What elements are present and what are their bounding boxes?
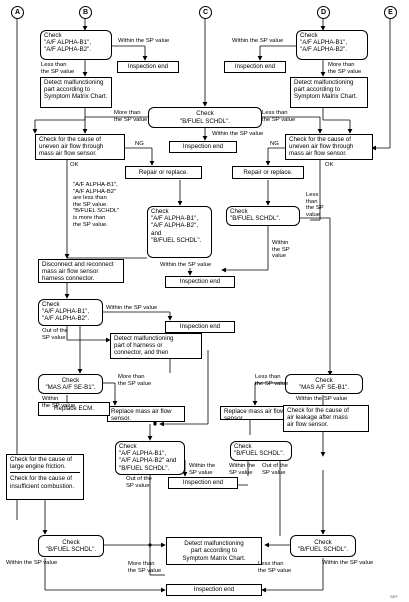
branch-label: Within the SP value — [42, 396, 76, 409]
check-box: Check "B/FUEL SCHDL". — [226, 206, 300, 226]
branch-label: Within the SP value — [6, 560, 58, 566]
connector-node-e: E — [384, 6, 397, 19]
branch-label: Within the SP value — [160, 262, 212, 268]
connector-node-d: D — [317, 6, 330, 19]
replace-box: Replace mass air flow sensor. — [107, 406, 185, 422]
check-box: Check "MAS A/F SE-B1". — [285, 374, 363, 394]
disconnect-box: Disconnect and reconnect mass air flow s… — [38, 259, 124, 283]
check-box: Check "A/F ALPHA-B1", "A/F ALPHA-B2". — [40, 30, 112, 60]
friction-text: Check for the cause of large engine fric… — [10, 456, 80, 474]
check-box: Check "A/F ALPHA-B1", "A/F ALPHA-B2", an… — [147, 206, 212, 258]
branch-label: Within the SP value — [232, 38, 284, 44]
branch-label: More than the SP value — [114, 110, 148, 123]
branch-label: Out of the SP value — [262, 463, 288, 476]
branch-label: "A/F ALPHA-B1", "A/F ALPHA-B2" are less … — [73, 182, 120, 228]
check-box: Check "A/F ALPHA-B1", "A/F ALPHA-B2". — [38, 299, 103, 326]
inspection-end-box: Inspection end — [224, 61, 286, 73]
branch-label: NG — [270, 141, 279, 147]
check-box: Check "B/FUEL SCHDL". — [148, 107, 262, 128]
branch-label: Within the SP value — [212, 131, 264, 137]
replace-ecm-box: Replace ECM. — [38, 402, 110, 416]
detect-box: Detect malfunctioning part according to … — [166, 537, 262, 565]
check-box: Check "B/FUEL SCHDL". — [230, 441, 292, 461]
inspection-end-box: Inspection end — [165, 276, 235, 288]
detect-box: Detect malfunctioning part according to … — [290, 77, 368, 108]
connector-node-c: C — [199, 6, 212, 19]
branch-label: More than the SP value — [128, 561, 162, 574]
inspection-end-box: Inspection end — [169, 141, 237, 153]
branch-label: OK — [325, 162, 334, 168]
branch-label: Less than the SP value — [41, 62, 75, 75]
check-box: Check "B/FUEL SCHDL". — [290, 535, 356, 557]
branch-label: More than the SP value — [118, 374, 152, 387]
branch-label: Within the SP value — [296, 396, 348, 402]
branch-label: Within the SP value — [118, 38, 170, 44]
figure-code: SEF — [390, 594, 398, 599]
branch-label: NG — [135, 141, 144, 147]
inspection-end-box: Inspection end — [168, 477, 238, 489]
branch-label: Within the SP value — [229, 463, 256, 476]
repair-box: Repair or replace. — [232, 166, 304, 179]
friction-combustion-box: Check for the cause of large engine fric… — [6, 454, 84, 500]
branch-label: Less than the SP value — [306, 192, 324, 218]
inspection-end-box: Inspection end — [117, 61, 179, 73]
detect-harness-box: Detect malfunctioning part of harness or… — [110, 333, 202, 359]
branch-label: More than the SP value — [328, 62, 362, 75]
inspection-end-box: Inspection end — [166, 584, 262, 596]
detect-box: Detect malfunctioning part according to … — [40, 77, 112, 108]
connector-node-a: A — [11, 6, 24, 19]
connector-node-b: B — [79, 6, 92, 19]
branch-label: Less than the SP value — [255, 374, 289, 387]
branch-label: Within the SP value — [272, 240, 290, 260]
combustion-text: Check for the cause of insufficient comb… — [10, 475, 75, 490]
branch-label: Less than the SP value — [258, 561, 292, 574]
check-box: Check "MAS A/F SE-B1". — [38, 374, 103, 394]
branch-label: Out of the SP value — [42, 328, 68, 341]
check-cause-box: Check for the cause of air leakage after… — [283, 405, 369, 432]
inspection-end-box: Inspection end — [165, 321, 235, 333]
branch-label: Within the SP value — [106, 305, 158, 311]
check-box: Check "A/F ALPHA-B1", "A/F ALPHA-B2". — [296, 30, 368, 60]
repair-box: Repair or replace. — [125, 166, 202, 179]
check-box: Check "B/FUEL SCHDL". — [38, 535, 104, 557]
branch-label: Less than the SP value — [262, 110, 296, 123]
check-cause-box: Check for the cause of uneven air flow t… — [285, 134, 373, 160]
check-cause-box: Check for the cause of uneven air flow t… — [35, 134, 125, 160]
branch-label: Within the SP value — [189, 463, 216, 476]
branch-label: OK — [70, 162, 79, 168]
check-box: Check "A/F ALPHA-B1", "A/F ALPHA-B2" and… — [115, 441, 185, 475]
branch-label: Within the SP value — [322, 560, 374, 566]
branch-label: Out of the SP value — [126, 476, 152, 489]
